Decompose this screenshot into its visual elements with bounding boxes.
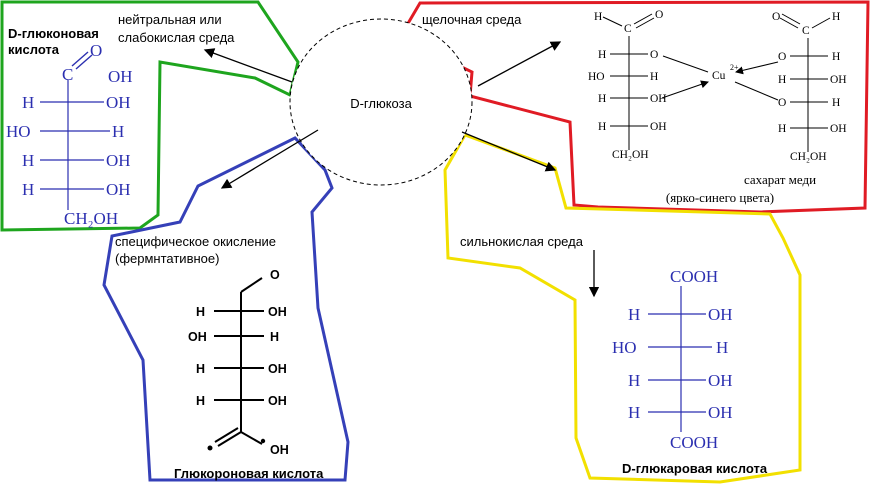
svg-text:O: O: [778, 97, 786, 109]
label-specific-2: (фермнтативное): [115, 251, 219, 266]
svg-text:H: H: [22, 180, 34, 199]
label-alkaline: щелочная среда: [422, 12, 522, 27]
svg-text:H: H: [832, 11, 840, 23]
gluconic-title: D-глюконовая: [8, 26, 99, 41]
copper-ion: Cu: [712, 70, 726, 82]
label-specific: специфическое окисление: [115, 234, 276, 249]
svg-text:H: H: [594, 11, 602, 23]
gluconic-title-2: кислота: [8, 42, 60, 57]
svg-text:OH: OH: [106, 151, 131, 170]
svg-text:H: H: [598, 49, 606, 61]
svg-text:COOH: COOH: [670, 433, 718, 452]
svg-text:O: O: [650, 49, 658, 61]
svg-text:H: H: [778, 123, 786, 135]
svg-text:H: H: [196, 394, 205, 408]
copper-charge: 2+: [730, 63, 739, 72]
glucose-label: D-глюкоза: [350, 96, 412, 111]
svg-text:O: O: [772, 11, 780, 23]
svg-text:H: H: [628, 305, 640, 324]
svg-text:H: H: [22, 93, 34, 112]
glucose-ellipse: [289, 18, 473, 186]
svg-text:C: C: [624, 23, 632, 35]
arrow-neutral: [203, 48, 293, 83]
svg-text:H: H: [628, 371, 640, 390]
svg-text:C: C: [802, 25, 810, 37]
arrow-strong-acid: [461, 131, 557, 172]
svg-text:H: H: [598, 121, 606, 133]
svg-text:H: H: [832, 51, 840, 63]
svg-text:O: O: [90, 41, 102, 60]
svg-text:H: H: [778, 74, 786, 86]
svg-text:O: O: [655, 9, 663, 21]
glucuronic-title: Глюкороновая кислота: [174, 466, 324, 481]
svg-text:OH: OH: [106, 180, 131, 199]
svg-text:OH: OH: [650, 121, 667, 133]
svg-text:H: H: [196, 362, 205, 376]
svg-text:COOH: COOH: [670, 267, 718, 286]
svg-text:CH₂OH: CH₂OH: [790, 151, 827, 163]
svg-text:OH: OH: [268, 394, 287, 408]
svg-text:H: H: [832, 97, 840, 109]
label-strong-acid: сильнокислая среда: [460, 234, 584, 249]
svg-text:H: H: [716, 338, 728, 357]
svg-text:OH: OH: [106, 93, 131, 112]
label-neutral: нейтральная или: [118, 12, 222, 27]
copper-caption-2: (ярко-синего цвета): [666, 190, 774, 205]
copper-saccharate-structure: H C O H O HO H H OH H OH CH₂OH Cu 2+ O C…: [588, 9, 847, 205]
arrow-alkaline: [477, 41, 562, 87]
blue-region: [102, 136, 350, 482]
glucaric-acid-structure: COOH H OH HO H H OH H OH COOH D-глюкаров…: [612, 267, 768, 476]
arrow-specific: [220, 129, 319, 189]
copper-caption: сахарат меди: [744, 172, 816, 187]
svg-text:OH: OH: [188, 330, 207, 344]
svg-text:H: H: [22, 151, 34, 170]
green-region: [0, 0, 300, 232]
svg-text:H: H: [112, 122, 124, 141]
svg-text:O: O: [778, 51, 786, 63]
svg-text:OH: OH: [830, 74, 847, 86]
svg-text:H: H: [270, 330, 279, 344]
svg-text:H: H: [628, 403, 640, 422]
svg-text:C: C: [62, 65, 73, 84]
svg-text:OH: OH: [108, 67, 133, 86]
svg-text:HO: HO: [6, 122, 31, 141]
svg-text:OH: OH: [708, 371, 733, 390]
glucaric-title: D-глюкаровая кислота: [622, 461, 768, 476]
svg-text:OH: OH: [830, 123, 847, 135]
glucuronic-acid-structure: O H OH OH H H OH H OH OH Глюкороновая ки…: [174, 268, 324, 481]
svg-text:H: H: [598, 93, 606, 105]
svg-text:HO: HO: [588, 71, 605, 83]
svg-text:HO: HO: [612, 338, 637, 357]
svg-text:OH: OH: [708, 305, 733, 324]
svg-text:OH: OH: [650, 93, 667, 105]
yellow-region: [443, 133, 802, 484]
svg-text:H: H: [650, 71, 658, 83]
gluconic-acid-structure: D-глюконовая кислота C O OH H OH HO H H …: [6, 26, 133, 228]
svg-text:O: O: [270, 268, 280, 282]
label-neutral-2: слабокислая среда: [118, 30, 235, 45]
svg-text:OH: OH: [268, 305, 287, 319]
svg-text:OH: OH: [708, 403, 733, 422]
svg-text:CH₂OH: CH₂OH: [64, 209, 118, 228]
svg-text:OH: OH: [268, 362, 287, 376]
svg-text:CH₂OH: CH₂OH: [612, 149, 649, 161]
svg-text:OH: OH: [270, 443, 289, 457]
svg-text:H: H: [196, 305, 205, 319]
